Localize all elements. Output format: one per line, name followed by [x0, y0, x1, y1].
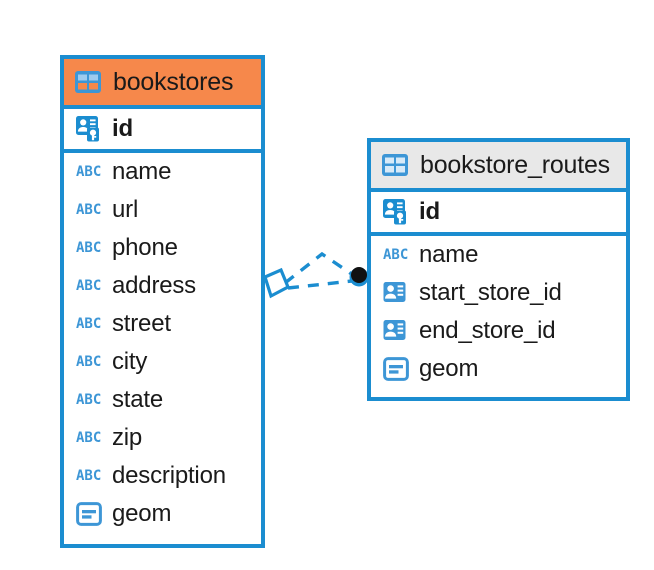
field-label-id: id — [112, 115, 133, 142]
field-label-url: url — [112, 196, 139, 223]
field-label-zip: zip — [112, 424, 143, 451]
field-label-state: state — [112, 386, 164, 413]
field-label-geom: geom — [112, 500, 172, 527]
abc-text-icon: ABC — [76, 468, 102, 484]
field-row-start-store-id[interactable]: start_store_id — [371, 274, 626, 312]
field-row-geom[interactable]: geom — [64, 495, 261, 533]
field-label-city: city — [112, 348, 148, 375]
field-row-geom[interactable]: geom — [371, 350, 626, 388]
geometry-icon — [76, 502, 102, 526]
primary-key-icon — [383, 199, 410, 225]
field-label-address: address — [112, 272, 196, 299]
field-row-street[interactable]: ABC street — [64, 305, 261, 343]
field-row-state[interactable]: ABC state — [64, 381, 261, 419]
abc-text-icon: ABC — [76, 392, 102, 408]
abc-text-icon: ABC — [76, 278, 102, 294]
entity-title-bookstore-routes: bookstore_routes — [420, 150, 610, 179]
relationship-target-circle-marker[interactable] — [349, 267, 369, 287]
primary-key-icon — [76, 116, 103, 142]
field-row-url[interactable]: ABC url — [64, 191, 261, 229]
field-label-geom: geom — [419, 355, 479, 382]
field-label-phone: phone — [112, 234, 178, 261]
foreign-key-icon — [383, 281, 409, 305]
field-row-phone[interactable]: ABC phone — [64, 229, 261, 267]
abc-text-icon: ABC — [383, 247, 409, 263]
field-list-bookstore-routes: ABC name start_store_id — [371, 236, 626, 391]
field-label-id: id — [419, 198, 440, 225]
foreign-key-icon — [383, 319, 409, 343]
abc-text-icon: ABC — [76, 202, 102, 218]
field-row-address[interactable]: ABC address — [64, 267, 261, 305]
abc-text-icon: ABC — [76, 240, 102, 256]
field-row-city[interactable]: ABC city — [64, 343, 261, 381]
field-row-end-store-id[interactable]: end_store_id — [371, 312, 626, 350]
abc-text-icon: ABC — [76, 316, 102, 332]
relationship-line-upper[interactable] — [283, 251, 357, 285]
field-label-name: name — [419, 241, 479, 268]
field-row-name[interactable]: ABC name — [371, 236, 626, 274]
entity-bookstores[interactable]: bookstores id — [60, 55, 265, 548]
field-row-name[interactable]: ABC name — [64, 153, 261, 191]
table-icon — [75, 71, 101, 93]
field-row-description[interactable]: ABC description — [64, 457, 261, 495]
geometry-icon — [383, 357, 409, 381]
entity-title-bookstores: bookstores — [113, 67, 234, 96]
entity-header-bookstore-routes[interactable]: bookstore_routes — [371, 142, 626, 192]
field-label-name: name — [112, 158, 172, 185]
field-label-street: street — [112, 310, 171, 337]
entity-header-bookstores[interactable]: bookstores — [64, 59, 261, 109]
relationship-source-diamond-marker[interactable] — [263, 267, 291, 299]
abc-text-icon: ABC — [76, 354, 102, 370]
table-icon — [382, 154, 408, 176]
abc-text-icon: ABC — [76, 430, 102, 446]
field-label-description: description — [112, 462, 226, 489]
field-row-primary-key[interactable]: id — [371, 192, 626, 236]
relationship-line-lower[interactable] — [287, 279, 353, 290]
field-label-start-store-id: start_store_id — [419, 279, 562, 306]
entity-bookstore-routes[interactable]: bookstore_routes id — [367, 138, 630, 401]
field-label-end-store-id: end_store_id — [419, 317, 556, 344]
field-list-bookstores: ABC name ABC url ABC phone ABC — [64, 153, 261, 536]
field-row-zip[interactable]: ABC zip — [64, 419, 261, 457]
abc-text-icon: ABC — [76, 164, 102, 180]
field-row-primary-key[interactable]: id — [64, 109, 261, 153]
